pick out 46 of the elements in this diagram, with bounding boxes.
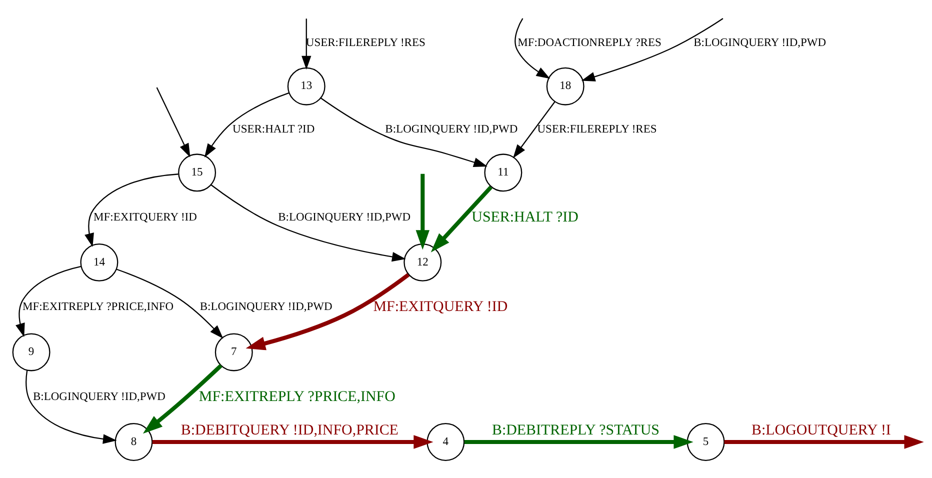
- arrow: [204, 92, 290, 158]
- arrow: [581, 18, 724, 82]
- edge-label: B:LOGINQUERY !ID,PWD: [32, 390, 166, 403]
- edge-label: USER:FILEREPLY !RES: [537, 123, 657, 136]
- arrow: [724, 435, 924, 449]
- edge-label: B:LOGOUTQUERY !I: [752, 422, 891, 438]
- arrow: [416, 174, 430, 250]
- edge-label: B:LOGINQUERY !ID,PWD: [278, 211, 411, 224]
- edge-label: B:LOGINQUERY !ID,PWD: [200, 301, 332, 314]
- node-circle: 9: [12, 333, 50, 372]
- edge-label: B:DEBITREPLY ?STATUS: [492, 422, 660, 438]
- edge-label: USER:HALT ?ID: [232, 123, 315, 136]
- arrow: [26, 370, 117, 444]
- node-circle: 5: [686, 423, 725, 461]
- arrow: [464, 435, 694, 449]
- arrow: [512, 101, 556, 158]
- node-circle: 15: [178, 154, 216, 192]
- edge-label: B:LOGINQUERY !ID,PWD: [694, 37, 826, 50]
- edge-label: USER:HALT ?ID: [472, 209, 578, 226]
- node-circle: 14: [80, 243, 118, 282]
- arrow: [84, 174, 178, 248]
- node-circle: 7: [214, 333, 253, 372]
- arrow: [514, 18, 550, 79]
- edge-label: MF:EXITREPLY ?PRICE,INFO: [22, 301, 174, 314]
- arrow: [320, 98, 488, 167]
- arrow: [16, 266, 82, 338]
- node-circle: 13: [287, 67, 326, 106]
- arrow: [116, 268, 224, 339]
- arrow: [152, 435, 434, 449]
- node-circle: 18: [546, 67, 584, 106]
- edge-label: B:DEBITQUERY !ID,INFO,PRICE: [180, 422, 398, 438]
- node-circle: 4: [426, 423, 465, 461]
- arrow: [430, 186, 492, 252]
- arrow: [246, 273, 410, 350]
- edge-label: B:LOGINQUERY !ID,PWD: [385, 123, 518, 136]
- edge-label: MF:EXITREPLY ?PRICE,INFO: [198, 389, 396, 406]
- arrow: [156, 87, 190, 158]
- node-circle: 11: [484, 154, 522, 192]
- arrow: [210, 184, 406, 262]
- node-circle: 12: [404, 243, 442, 282]
- edge-label: MF:EXITQUERY !ID: [373, 299, 508, 316]
- arrow: [142, 364, 222, 434]
- arrow: [302, 18, 312, 70]
- node-circle: 8: [114, 423, 153, 461]
- edge-label: MF:DOACTIONREPLY ?RES: [518, 37, 662, 50]
- edge-label: MF:EXITQUERY !ID: [94, 211, 197, 224]
